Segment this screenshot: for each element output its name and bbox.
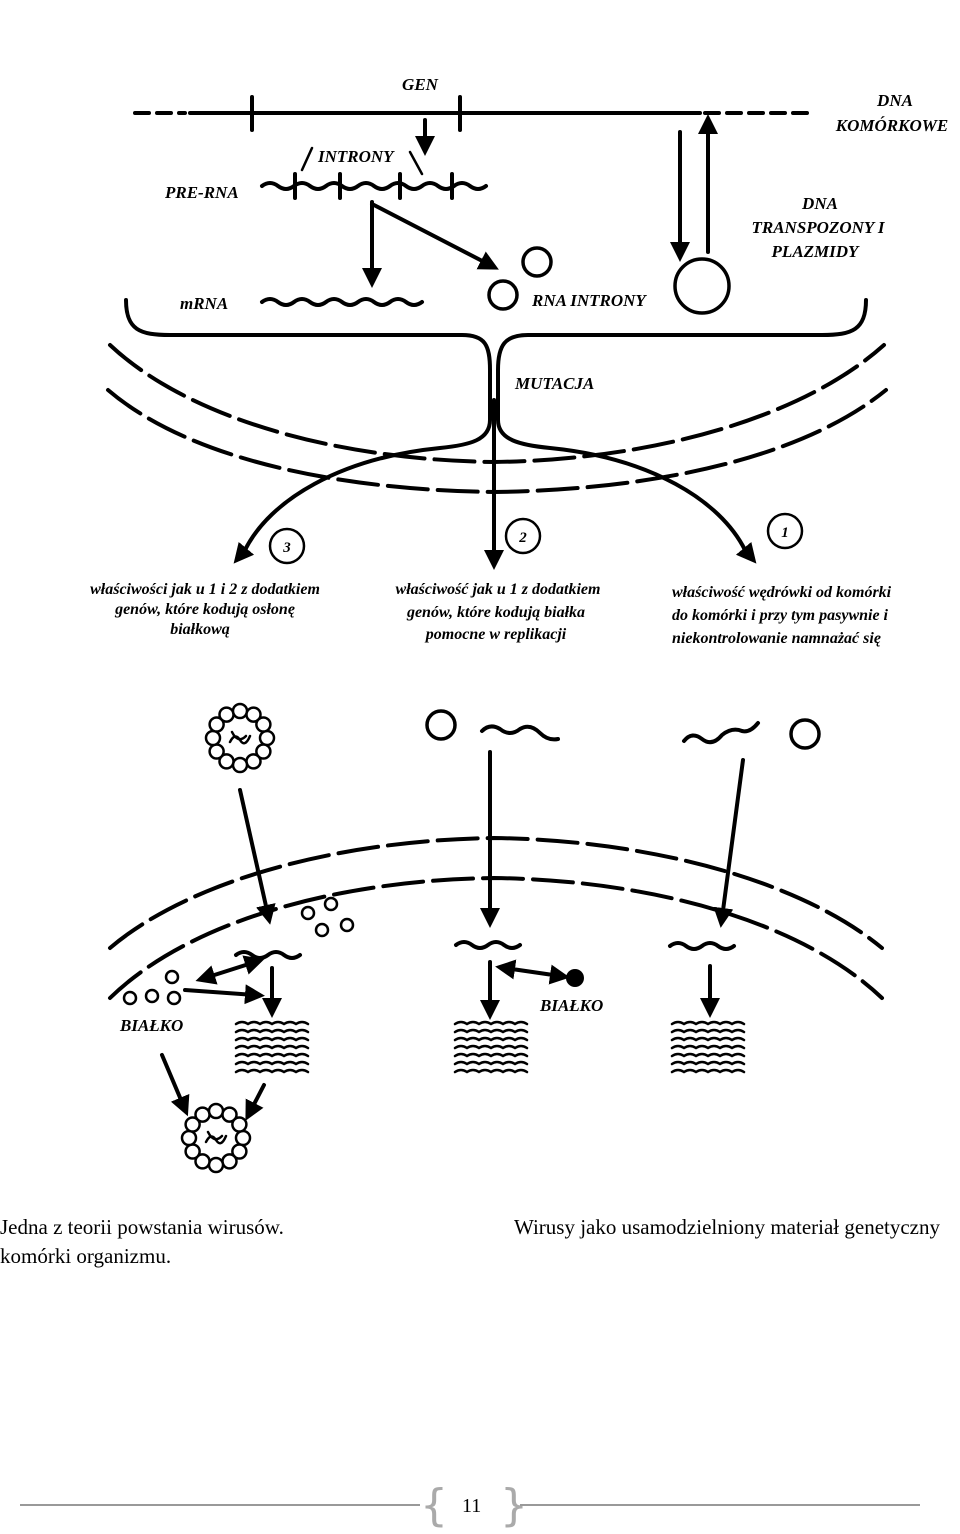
dna-cell-label-line1: DNA	[876, 91, 913, 110]
virus-3-protein-arrow	[195, 955, 265, 985]
svg-text:białkową: białkową	[170, 621, 230, 638]
svg-text:właściwość wędrówki od komórki: właściwość wędrówki od komórki	[672, 584, 892, 601]
svg-text:właściwości jak u 1 i 2 z doda: właściwości jak u 1 i 2 z dodatkiem	[90, 581, 320, 598]
mutacja-label: MUTACJA	[514, 374, 594, 393]
virus-2-strand	[480, 724, 560, 742]
plasmid-circle	[673, 257, 731, 315]
pathway-1-number-circle	[766, 512, 804, 550]
pathway-2-number-circle	[504, 517, 542, 555]
rna-copies-middle	[453, 1020, 529, 1074]
capsid-virus-assembled	[180, 1102, 252, 1174]
svg-text:do komórki i przy tym pasywnie: do komórki i przy tym pasywnie i	[672, 607, 889, 624]
footer-rule-left	[20, 1504, 420, 1506]
pathway-1-line	[496, 298, 868, 552]
caption-part1: Jedna z teorii powstania wirusów.	[0, 1215, 284, 1239]
dna-transposon-label-line3: PLAZMIDY	[771, 242, 861, 261]
replication-protein-dot	[566, 969, 584, 987]
virus-1-strand	[682, 721, 760, 745]
bialko-left-label: BIAŁKO	[119, 1016, 183, 1035]
virus-1-rna	[668, 941, 736, 951]
intron-release-arrow	[370, 202, 499, 270]
virus-1-circle	[789, 718, 821, 750]
cell-membrane-bottom	[108, 836, 884, 1000]
cell-dna-strand	[133, 95, 812, 132]
virus-3-rna	[234, 950, 302, 960]
dna-transposon-label-line2: TRANSPOZONY I	[751, 218, 885, 237]
pathway-3-description: właściwości jak u 1 i 2 z dodatkiem genó…	[90, 581, 320, 638]
dna-transposon-label-line1: DNA	[801, 194, 838, 213]
intron-rna-circle-top	[521, 246, 553, 278]
page-number: 11	[462, 1495, 482, 1517]
figure-caption-line2: komórki organizmu.	[0, 1244, 172, 1268]
intron-pointer-right	[408, 150, 424, 176]
mrna-strand	[260, 297, 424, 307]
svg-text:genów, które kodują osłonę: genów, które kodują osłonę	[114, 601, 295, 618]
introny-label: INTRONY	[317, 147, 395, 166]
footer-brace-right: }	[500, 1480, 528, 1531]
caption-part2: Wirusy jako usamodzielniony materiał gen…	[513, 1215, 940, 1239]
pathway-3-line	[124, 298, 492, 552]
pathway-2-description: właściwość jak u 1 z dodatkiem genów, kt…	[396, 581, 601, 643]
capsid-virus-top	[204, 702, 276, 774]
pre-rna-strand	[260, 172, 488, 200]
bialko-mid-label: BIAŁKO	[539, 996, 603, 1015]
assembly-arrow-right	[245, 1083, 266, 1121]
virus-2-rna	[454, 940, 522, 950]
rna-copies-right	[670, 1020, 746, 1074]
virus-2-protein-arrow	[495, 959, 570, 985]
pathway-1-description: właściwość wędrówki od komórki do komórk…	[672, 584, 892, 647]
intron-pointer-left	[300, 146, 314, 172]
pathway-1-number: 1	[781, 525, 789, 541]
svg-text:właściwość jak u 1 z dodatkiem: właściwość jak u 1 z dodatkiem	[396, 581, 601, 598]
dna-cell-label-line2: KOMÓRKOWE	[835, 116, 948, 135]
svg-text:pomocne w replikacji: pomocne w replikacji	[424, 626, 567, 643]
footer-brace-left: {	[420, 1480, 448, 1531]
cell-membrane-top	[106, 343, 888, 494]
figure-caption-line1: Jedna z teorii powstania wirusów. Wirusy…	[0, 1213, 940, 1242]
footer-rule-right	[520, 1504, 920, 1506]
rna-copies-left	[234, 1020, 310, 1074]
svg-text:niekontrolowanie namnażać się: niekontrolowanie namnażać się	[672, 630, 881, 647]
pathway-2-number: 2	[518, 530, 527, 546]
mrna-label: mRNA	[180, 294, 228, 313]
gen-label: GEN	[402, 75, 439, 94]
page-footer: { 11 }	[0, 1480, 960, 1534]
intron-rna-circle	[487, 279, 519, 311]
virus-3-entry-arrow	[238, 788, 276, 925]
pathway-3-number: 3	[282, 540, 291, 556]
svg-text:genów, które kodują białka: genów, które kodują białka	[406, 604, 585, 621]
virus-origin-diagram: GEN DNA KOMÓRKOWE INTRONY PRE-RNA DNA TR…	[90, 75, 948, 1174]
free-capsid-proteins	[122, 896, 355, 1006]
rna-introny-label: RNA INTRONY	[531, 291, 647, 310]
pre-rna-label: PRE-RNA	[164, 183, 239, 202]
virus-2-circle	[425, 709, 457, 741]
assembly-arrow-left	[160, 1053, 190, 1117]
virus-1-entry-arrow	[713, 758, 745, 928]
pathway-3-number-circle	[268, 527, 306, 565]
virus-3-protein-arrow-2	[183, 984, 265, 1005]
